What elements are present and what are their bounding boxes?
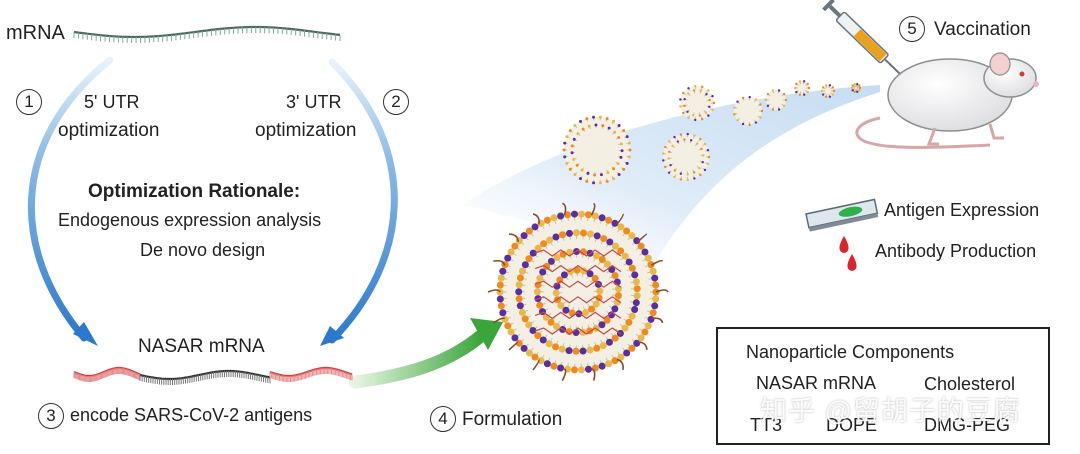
utr3-label-line2: optimization <box>255 120 357 141</box>
mrna-label: mRNA <box>6 22 65 44</box>
syringe-icon <box>822 0 902 76</box>
nanoparticle-large <box>487 202 669 381</box>
nanoparticle-small-3 <box>764 89 788 111</box>
step-1-badge: 1 <box>16 89 42 115</box>
step-3-label: encode SARS-CoV-2 antigens <box>70 405 313 425</box>
mouse-icon <box>855 52 1039 149</box>
nanoparticle-small-6 <box>850 82 862 94</box>
watermark-text: 知乎 @留胡子的豆腐 <box>760 396 1021 426</box>
legend-box: Nanoparticle Components NASAR mRNA Chole… <box>716 327 1050 445</box>
rationale-title: Optimization Rationale: <box>88 181 301 202</box>
nanoparticle-small-2 <box>733 95 764 127</box>
legend-dope-label: DOPE <box>826 415 878 435</box>
arrow-3utr <box>328 58 398 344</box>
step-2-badge: 2 <box>383 89 409 115</box>
nanoparticle-medium-2 <box>662 132 711 182</box>
step-5-label: Vaccination <box>934 19 1031 40</box>
nanoparticle-medium-1 <box>562 115 632 185</box>
legend-tt3-label: TT3 <box>750 415 783 435</box>
legend-title: Nanoparticle Components <box>746 342 955 362</box>
legend-mrna-label: NASAR mRNA <box>756 373 877 393</box>
nanoparticle-small-1 <box>679 84 716 122</box>
arrow-formulation <box>348 328 489 389</box>
nasar-mrna-label: NASAR mRNA <box>138 336 265 357</box>
utr3-label-line1: 3' UTR <box>286 92 342 112</box>
top-mrna-strand <box>73 25 341 43</box>
step-5-badge: 5 <box>899 16 925 42</box>
step-4-label: Formulation <box>462 409 563 430</box>
antigen-expression-label: Antigen Expression <box>884 200 1040 220</box>
arrow-5utr-head <box>73 322 98 346</box>
nanoparticle-small-5 <box>820 84 836 98</box>
legend-dmgpeg-label: DMG-PEG <box>924 415 1011 435</box>
utr5-label-line2: optimization <box>58 120 160 141</box>
step-3-badge: 3 <box>38 403 64 429</box>
nanoparticles <box>487 80 862 381</box>
arrow-formulation-head <box>470 318 503 350</box>
nanoparticle-small-4 <box>793 80 811 96</box>
nasar-strand-left <box>73 366 141 382</box>
mrna-strands <box>73 25 353 385</box>
rationale-line-1: Endogenous expression analysis <box>58 210 322 230</box>
nasar-strand-right <box>269 366 353 382</box>
step-4-badge: 4 <box>430 406 456 432</box>
antibody-production-label: Antibody Production <box>875 241 1037 261</box>
arrow-5utr <box>27 56 114 342</box>
rationale-line-2: De novo design <box>140 240 266 260</box>
antigen-slide-icon <box>805 198 879 232</box>
nasar-strand-mid <box>139 369 271 385</box>
blood-drops-icon <box>839 236 857 271</box>
utr5-label-line1: 5' UTR <box>84 92 140 112</box>
arrow-3utr-head <box>320 326 344 346</box>
legend-cholesterol-label: Cholesterol <box>924 374 1016 394</box>
